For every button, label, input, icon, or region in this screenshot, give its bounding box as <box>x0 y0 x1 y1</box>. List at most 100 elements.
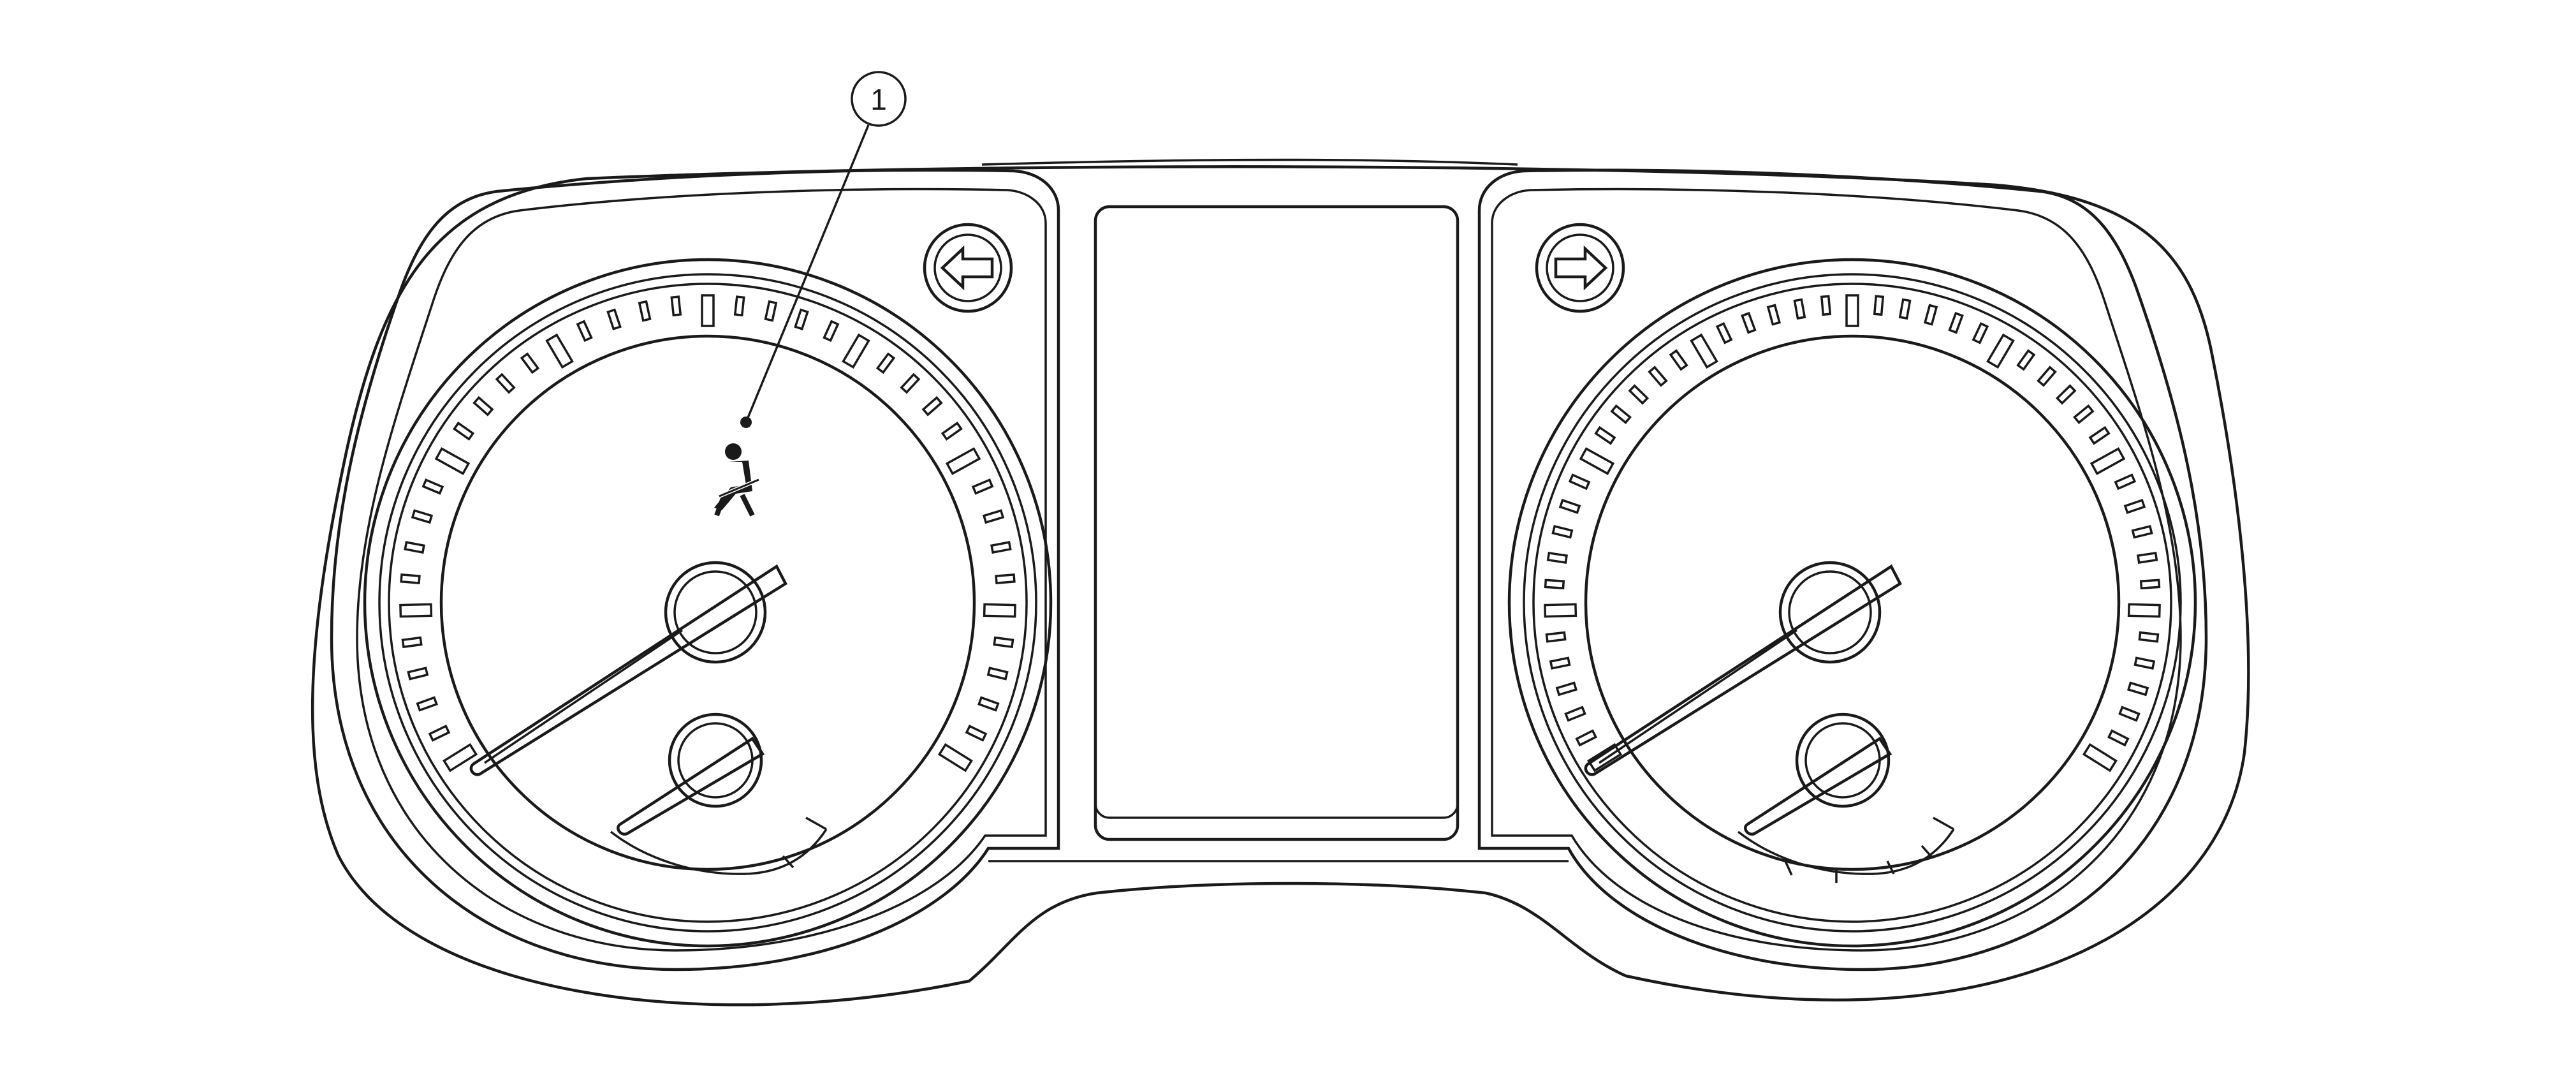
cluster-housing-outer <box>311 165 2250 1007</box>
left-gauge-tick <box>404 541 425 554</box>
right-gauge-hub <box>1778 561 1882 664</box>
right-turn-signal-indicator <box>1535 223 1625 313</box>
right-gauge-tick <box>1741 311 1757 334</box>
left-gauge-tick <box>416 696 438 712</box>
right-gauge-needle-inner <box>1599 629 1797 764</box>
left-gauge-tick <box>576 320 593 343</box>
left-subgauge-hub-ring <box>677 722 754 799</box>
left-gauge-tick <box>407 667 429 681</box>
right-gauge-tick <box>1549 656 1571 670</box>
right-gauge-tick <box>2073 404 2095 424</box>
left-gauge-tick <box>428 725 451 742</box>
center-display-panel <box>1094 205 1460 841</box>
left-gauge-tick <box>794 308 809 330</box>
right-gauge-tick <box>1715 321 1733 344</box>
left-gauge-tick <box>977 696 1000 712</box>
callout-1-dot <box>740 417 752 428</box>
left-gauge-tick <box>399 603 433 618</box>
callout-1-leader <box>745 124 870 423</box>
left-gauge-tick <box>545 333 574 369</box>
left-gauge-tick <box>986 667 1009 681</box>
left-gauge-tick <box>937 742 973 772</box>
right-gauge <box>1507 223 2197 948</box>
right-pod-frame-inner <box>1491 188 2182 952</box>
right-gauge-tick <box>2127 603 2161 618</box>
right-gauge-tick <box>1558 498 1581 514</box>
right-gauge-tick <box>2055 384 2077 405</box>
right-arrow-icon <box>1554 245 1608 291</box>
left-gauge-needle <box>469 564 787 776</box>
right-gauge-tick <box>1793 298 1806 320</box>
left-gauge-tick <box>875 352 896 374</box>
callout-1-number: 1 <box>870 83 887 116</box>
right-gauge-tick <box>1546 551 1569 565</box>
left-gauge-bezel-mid <box>378 273 1037 933</box>
right-gauge-tick <box>1544 579 1565 589</box>
left-gauge-tick <box>982 509 1005 524</box>
left-gauge-tick <box>764 300 778 322</box>
left-gauge-tick <box>965 725 988 742</box>
right-gauge-tick <box>1568 473 1591 491</box>
left-gauge-tick <box>945 447 981 475</box>
cluster-top-bar <box>981 158 1518 166</box>
left-gauge-tick <box>823 320 840 343</box>
left-gauge-tick <box>421 478 444 495</box>
left-gauge-tick-marks <box>399 294 1016 772</box>
left-pod-frame-inner <box>356 188 1047 952</box>
left-gauge-tick <box>400 573 421 584</box>
left-gauge-tick <box>434 447 471 475</box>
right-gauge-tick <box>1669 349 1688 371</box>
left-gauge <box>363 223 1053 948</box>
left-gauge-tick <box>993 636 1014 649</box>
left-gauge-tick <box>971 478 994 495</box>
left-arrow-icon <box>940 245 994 291</box>
right-gauge-tick <box>1648 365 1668 387</box>
left-subgauge-arc <box>610 829 828 875</box>
right-gauge-tick <box>2123 498 2146 514</box>
left-gauge-tick <box>411 509 434 524</box>
right-subgauge-hub <box>1795 712 1891 808</box>
right-gauge-tick <box>2138 631 2160 643</box>
right-gauge-tick <box>1555 681 1578 697</box>
left-gauge-tick <box>606 308 622 330</box>
left-gauge-hub <box>664 561 767 664</box>
right-gauge-tick <box>1628 384 1650 405</box>
right-gauge-tick <box>1579 447 1615 475</box>
right-gauge-tick <box>2118 705 2141 722</box>
right-subgauge-arc <box>1737 829 1955 875</box>
left-gauge-tick <box>983 603 1016 618</box>
right-gauge-tick <box>1898 298 1912 320</box>
left-gauge-hub-ring <box>673 570 757 654</box>
left-gauge-tick <box>401 636 423 649</box>
left-gauge-tick <box>638 300 652 322</box>
right-gauge-tick <box>2131 524 2153 539</box>
left-gauge-tick <box>842 333 870 369</box>
right-gauge-tick <box>1766 304 1782 326</box>
left-gauge-tick <box>900 373 921 394</box>
right-subgauge-needle <box>1744 736 1892 836</box>
left-gauge-tick <box>940 421 963 441</box>
right-gauge-tick <box>1545 631 1567 643</box>
left-pod-frame-outer <box>330 168 1060 971</box>
left-subgauge-arc-end <box>782 816 827 869</box>
right-gauge-bezel-inner <box>1532 283 2172 923</box>
left-gauge-tick <box>443 742 478 772</box>
right-gauge-tick <box>1948 311 1964 334</box>
right-pod-frame-outer <box>1477 168 2208 971</box>
left-subgauge-needle <box>617 736 765 836</box>
right-gauge-bezel-outer <box>1507 258 2197 948</box>
left-gauge-needle-inner <box>484 629 683 764</box>
right-gauge-tick <box>1575 729 1598 747</box>
right-subgauge-ticks <box>1784 816 1954 883</box>
left-gauge-tick <box>495 373 516 394</box>
left-gauge-tick <box>701 294 715 327</box>
right-gauge-tick <box>1923 304 1938 326</box>
left-turn-signal-indicator <box>923 223 1013 313</box>
left-gauge-tick <box>733 295 745 317</box>
center-display-screen <box>1094 205 1459 819</box>
right-gauge-tick <box>1873 295 1885 316</box>
right-gauge-tick <box>1820 295 1832 316</box>
left-gauge-tick <box>472 395 494 417</box>
right-gauge-tick <box>1551 524 1574 539</box>
